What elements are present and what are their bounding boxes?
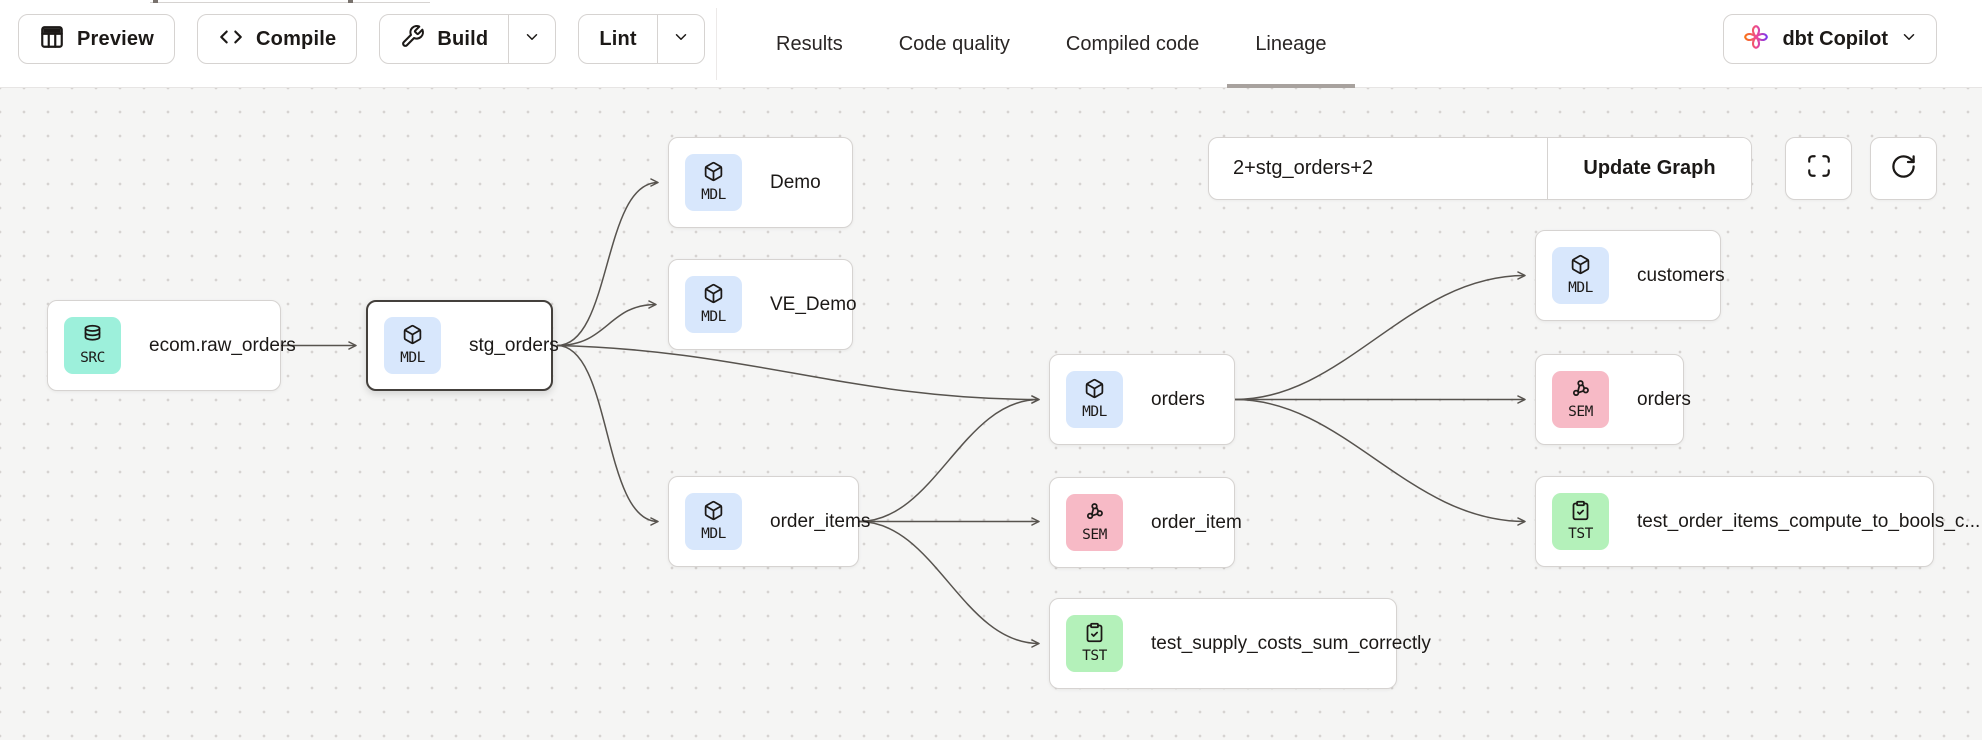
build-split-button: Build <box>379 14 557 64</box>
model-badge: MDL <box>384 317 441 374</box>
cube-icon <box>703 161 724 187</box>
model-badge: MDL <box>685 276 742 333</box>
lint-split-button: Lint <box>578 14 705 64</box>
dbt-copilot-button[interactable]: dbt Copilot <box>1723 14 1937 64</box>
badge-code: MDL <box>701 187 726 204</box>
badge-code: MDL <box>1082 404 1107 421</box>
database-icon <box>82 324 103 350</box>
cube-icon <box>703 500 724 526</box>
node-label: order_item <box>1151 511 1242 533</box>
lineage-node-test-order-items[interactable]: TST test_order_items_compute_to_bools_c.… <box>1535 476 1980 567</box>
chevron-down-icon <box>1900 28 1918 51</box>
tab-lineage[interactable]: Lineage <box>1227 0 1355 88</box>
chevron-down-icon <box>672 28 690 51</box>
node-label: Demo <box>770 171 821 193</box>
tab-code-quality[interactable]: Code quality <box>898 32 1010 55</box>
refresh-icon <box>1890 153 1917 185</box>
badge-code: TST <box>1568 526 1593 543</box>
badge-code: SEM <box>1082 527 1107 544</box>
lint-dropdown-toggle[interactable] <box>658 15 704 63</box>
canvas-bottom-gutter <box>0 740 1982 748</box>
clipboard-check-icon <box>1084 622 1105 648</box>
lineage-node-orders-semantic[interactable]: SEM orders <box>1535 354 1691 445</box>
badge-code: SRC <box>80 350 105 367</box>
build-button-label: Build <box>437 27 489 50</box>
lint-button-label: Lint <box>599 27 637 50</box>
network-icon <box>1084 501 1105 527</box>
lineage-node-order-item-semantic[interactable]: SEM order_item <box>1049 477 1242 568</box>
lineage-node-ve-demo[interactable]: MDL VE_Demo <box>668 259 857 350</box>
header-bar: Preview Compile <box>0 0 1982 88</box>
model-badge: MDL <box>1066 371 1123 428</box>
preview-button-label: Preview <box>77 27 155 50</box>
build-dropdown-toggle[interactable] <box>509 15 555 63</box>
wrench-icon <box>400 24 425 54</box>
tab-results[interactable]: Results <box>776 32 843 55</box>
badge-code: MDL <box>1568 280 1593 297</box>
chevron-down-icon <box>523 28 541 51</box>
node-label: VE_Demo <box>770 293 857 315</box>
tab-compiled-code[interactable]: Compiled code <box>1065 32 1200 55</box>
node-label: test_supply_costs_sum_correctly <box>1151 632 1431 654</box>
lineage-node-stg-orders[interactable]: MDL stg_orders <box>366 300 559 391</box>
model-badge: MDL <box>685 493 742 550</box>
build-button[interactable]: Build <box>380 15 508 63</box>
cube-icon <box>703 283 724 309</box>
badge-code: MDL <box>701 309 726 326</box>
node-label: ecom.raw_orders <box>149 334 296 356</box>
toolbar-separator <box>716 8 717 80</box>
cube-icon <box>402 324 423 350</box>
node-label: test_order_items_compute_to_bools_c... <box>1637 510 1981 532</box>
lint-button[interactable]: Lint <box>579 15 656 63</box>
code-icon <box>218 24 244 55</box>
node-label: customers <box>1637 264 1725 286</box>
model-badge: MDL <box>1552 247 1609 304</box>
compile-button-label: Compile <box>256 27 337 50</box>
node-label: orders <box>1637 388 1691 410</box>
button-divider <box>508 15 510 63</box>
lineage-node-orders-model[interactable]: MDL orders <box>1049 354 1235 445</box>
lineage-node-customers[interactable]: MDL customers <box>1535 230 1725 321</box>
model-badge: MDL <box>685 154 742 211</box>
test-badge: TST <box>1552 493 1609 550</box>
refresh-button[interactable] <box>1870 137 1937 200</box>
update-graph-button[interactable]: Update Graph <box>1547 138 1751 199</box>
semantic-badge: SEM <box>1066 494 1123 551</box>
semantic-badge: SEM <box>1552 371 1609 428</box>
badge-code: TST <box>1082 648 1107 665</box>
cube-icon <box>1084 378 1105 404</box>
file-tab-remnant <box>150 0 430 3</box>
dbt-copilot-label: dbt Copilot <box>1782 27 1888 50</box>
cube-icon <box>1570 254 1591 280</box>
node-selector-input[interactable] <box>1209 138 1547 199</box>
fullscreen-button[interactable] <box>1785 137 1852 200</box>
button-divider <box>656 15 658 63</box>
clipboard-check-icon <box>1570 500 1591 526</box>
test-badge: TST <box>1066 615 1123 672</box>
table-icon <box>39 24 65 55</box>
lineage-node-demo[interactable]: MDL Demo <box>668 137 853 228</box>
lineage-node-order-items[interactable]: MDL order_items <box>668 476 870 567</box>
node-selector-group: Update Graph <box>1208 137 1752 200</box>
node-label: orders <box>1151 388 1205 410</box>
panel-tabs: Results Code quality Compiled code Linea… <box>748 0 1355 88</box>
dbt-copilot-icon <box>1742 23 1770 56</box>
fullscreen-icon <box>1806 153 1832 184</box>
compile-button[interactable]: Compile <box>197 14 358 64</box>
badge-code: MDL <box>701 526 726 543</box>
badge-code: SEM <box>1568 404 1593 421</box>
preview-button[interactable]: Preview <box>18 14 176 64</box>
node-label: stg_orders <box>469 334 559 356</box>
lineage-node-test-supply-costs[interactable]: TST test_supply_costs_sum_correctly <box>1049 598 1431 689</box>
badge-code: MDL <box>400 350 425 367</box>
action-toolbar: Preview Compile <box>18 14 705 64</box>
lineage-node-ecom-raw-orders[interactable]: SRC ecom.raw_orders <box>47 300 296 391</box>
node-label: order_items <box>770 510 871 532</box>
network-icon <box>1570 378 1591 404</box>
source-badge: SRC <box>64 317 121 374</box>
